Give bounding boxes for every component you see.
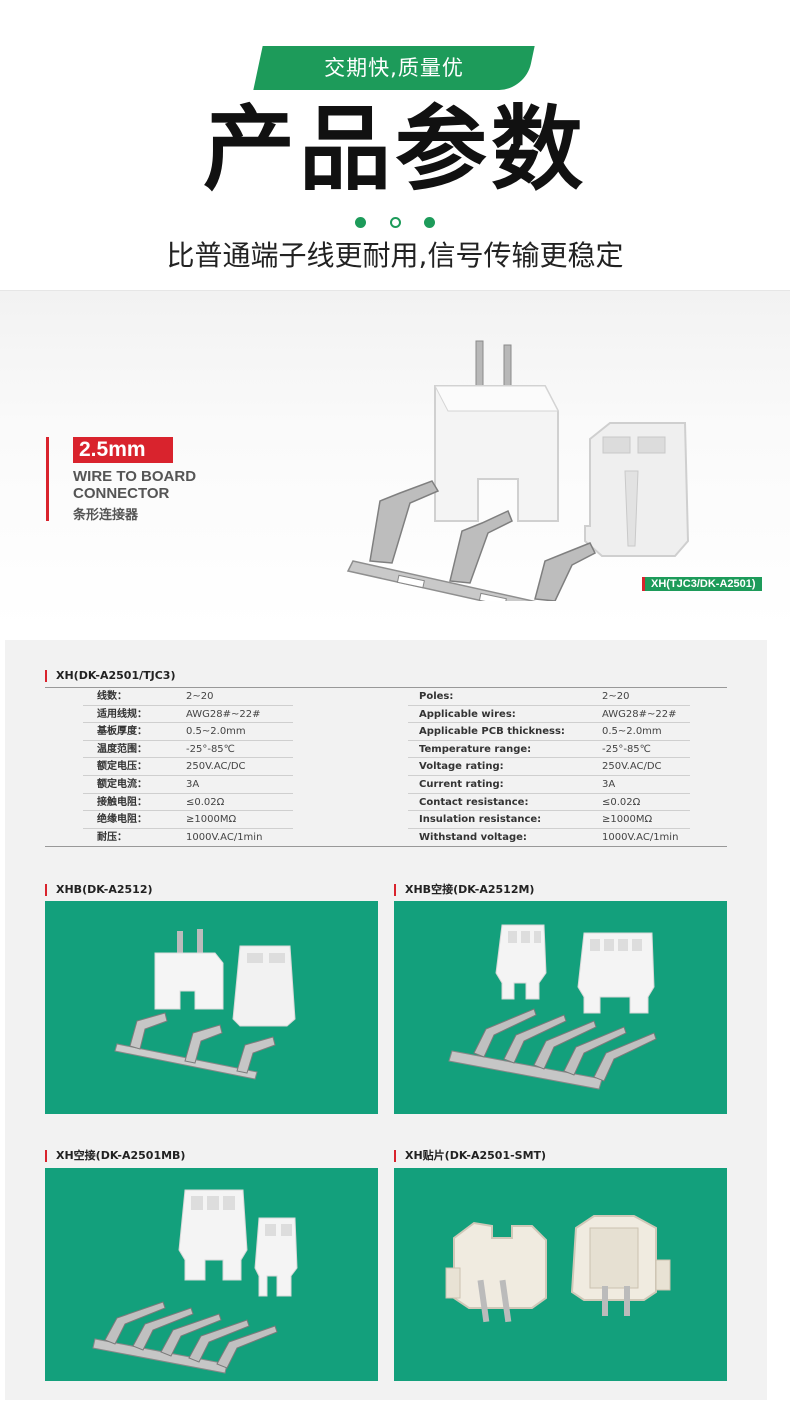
spec-value: 2~20 [602,691,630,702]
spec-value: 0.5~2.0mm [602,726,662,738]
spec-row: Contact resistance: ≤0.02Ω [408,794,690,812]
spec-value: 3A [186,778,200,790]
spec-key: Poles: [419,691,454,702]
spec-key: Current rating: [419,778,504,790]
variant-title: XH空接(DK-A2501MB) [45,1150,185,1162]
variant-image-xhb [45,901,378,1114]
spec-key: Insulation resistance: [419,814,542,826]
spec-value: 250V.AC/DC [186,761,246,773]
page-title: 产品参数 [202,96,587,203]
spec-row: 额定电流： 3A [83,776,293,794]
spec-value: AWG28#~22# [186,708,261,720]
spec-key: Withstand voltage: [419,831,527,843]
dot-icon [424,216,435,228]
spec-value: ≥1000MΩ [186,814,237,826]
spec-table-bottom-rule [45,846,727,847]
spec-row: Poles: 2~20 [408,688,690,706]
spec-value: AWG28#~22# [602,708,677,720]
spec-row: Insulation resistance: ≥1000MΩ [408,811,690,829]
spec-row: Applicable PCB thickness: 0.5~2.0mm [408,723,690,741]
variant-title: XHB(DK-A2512) [45,884,153,896]
spec-key: Temperature range: [419,743,532,755]
dot-outline-icon [389,216,401,228]
spec-row: Current rating: 3A [408,776,690,794]
spec-table-cn: 线数： 2~20 适用线规： AWG28#~22# 基板厚度： 0.5~2.0mm 温… [83,688,293,846]
spec-key: 基板厚度： [97,726,147,738]
spec-table-top-rule [45,687,727,688]
spec-row: 温度范围： -25°-85℃ [83,741,293,759]
spec-row: Voltage rating: 250V.AC/DC [408,758,690,776]
connector-product-image [346,340,690,601]
spec-key: Applicable PCB thickness: [419,726,565,738]
page-header: 交期快,质量优 产品参数 比普通端子线更耐用,信号传输更稳定 [0,0,790,290]
spec-value: 0.5~2.0mm [186,726,246,738]
spec-row: 耐压： 1000V.AC/1min [83,829,293,847]
spec-value: 3A [602,778,616,790]
spec-key: 线数： [97,691,127,702]
spec-row: 接触电阻： ≤0.02Ω [83,794,293,812]
spec-row: 线数： 2~20 [83,688,293,706]
variant-title: XHB空接(DK-A2512M) [394,884,534,896]
specs-panel: XH(DK-A2501/TJC3) 线数： 2~20 适用线规： AWG28#~22… [5,640,767,1400]
variant-image-xh-smt [394,1168,727,1381]
spec-key: Contact resistance: [419,796,529,808]
variant-image-xhb-m [394,901,727,1114]
spec-key: 额定电流： [97,778,147,790]
spec-key: 适用线规： [97,708,147,720]
pitch-size-tag: 2.5mm [73,437,173,463]
spec-value: -25°-85℃ [602,743,651,755]
spec-section-title: XH(DK-A2501/TJC3) [45,670,175,682]
spec-key: 接触电阻： [97,796,147,808]
spec-row: 额定电压： 250V.AC/DC [83,758,293,776]
spec-value: 250V.AC/DC [602,761,662,773]
hero-cn-name: 条形连接器 [73,508,139,523]
hero-accent-bar [46,437,49,521]
hero-line-2: CONNECTOR [73,485,170,502]
decorative-dots [355,214,435,230]
spec-key: 温度范围： [97,743,147,755]
variant-image-xh-mb [45,1168,378,1381]
variant-title: XH贴片(DK-A2501-SMT) [394,1150,546,1162]
spec-table-en: Poles: 2~20 Applicable wires: AWG28#~22# A… [408,688,690,846]
dot-icon [355,216,366,228]
spec-value: 1000V.AC/1min [602,831,679,843]
spec-row: 基板厚度： 0.5~2.0mm [83,723,293,741]
spec-value: ≥1000MΩ [602,814,653,826]
spec-value: -25°-85℃ [186,743,235,755]
page-subtitle: 比普通端子线更耐用,信号传输更稳定 [166,239,624,272]
spec-value: 1000V.AC/1min [186,831,263,843]
spec-row: 绝缘电阻： ≥1000MΩ [83,811,293,829]
spec-key: 额定电压： [97,761,147,773]
spec-key: Applicable wires: [419,708,516,720]
hero-section: 2.5mm WIRE TO BOARD CONNECTOR 条形连接器 XH(T… [0,290,790,630]
spec-key: 耐压： [97,831,127,843]
hero-line-1: WIRE TO BOARD [73,468,197,485]
spec-value: ≤0.02Ω [186,796,225,808]
spec-key: Voltage rating: [419,761,504,773]
spec-row: Applicable wires: AWG28#~22# [408,706,690,724]
spec-value: 2~20 [186,691,214,702]
model-tag: XH(TJC3/DK-A2501) [642,577,762,591]
spec-value: ≤0.02Ω [602,796,641,808]
spec-row: Temperature range: -25°-85℃ [408,741,690,759]
spec-row: 适用线规： AWG28#~22# [83,706,293,724]
spec-row: Withstand voltage: 1000V.AC/1min [408,829,690,847]
spec-key: 绝缘电阻： [97,814,147,826]
banner-text: 交期快,质量优 [324,56,464,80]
